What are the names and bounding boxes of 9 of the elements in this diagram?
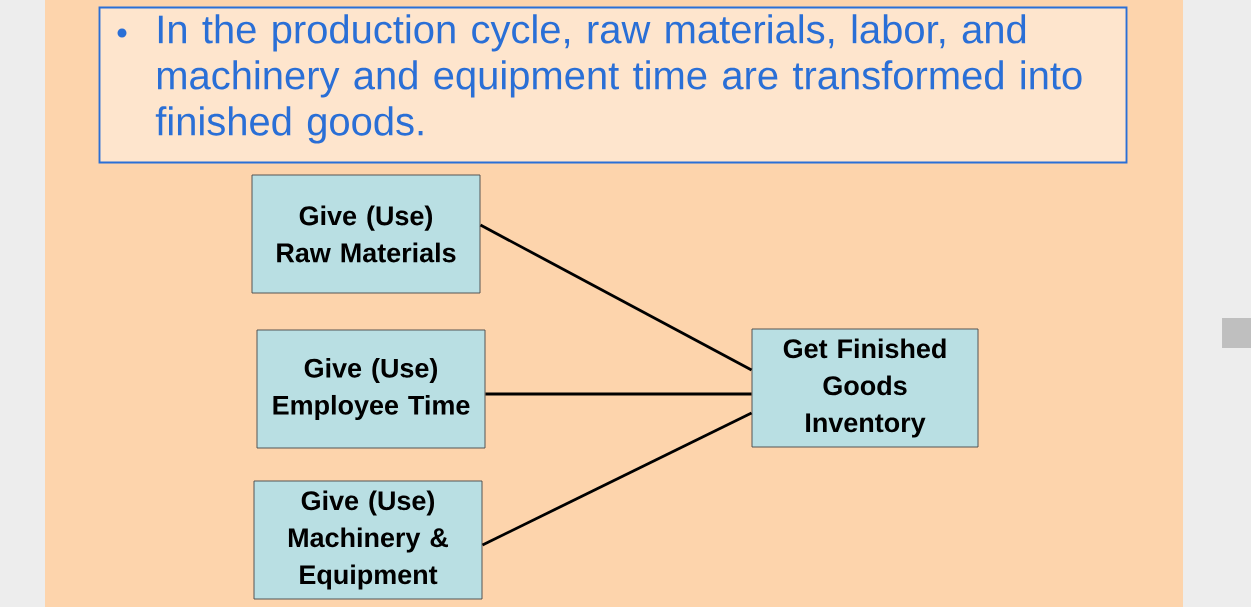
process-box: Give (Use) Machinery & Equipment — [253, 480, 483, 600]
process-box: Give (Use) Employee Time — [256, 329, 486, 449]
connector-line — [481, 411, 753, 547]
connector-line — [479, 223, 753, 372]
text-box — [98, 6, 1128, 164]
connector-line — [485, 392, 752, 396]
process-box: Give (Use) Raw Materials — [251, 174, 481, 294]
bullet-text: In the production cycle, raw materials, labor, and machinery and equipment time are transformed into finished goods. — [155, 14, 1082, 144]
process-box: Get Finished Goods Inventory — [751, 328, 979, 448]
